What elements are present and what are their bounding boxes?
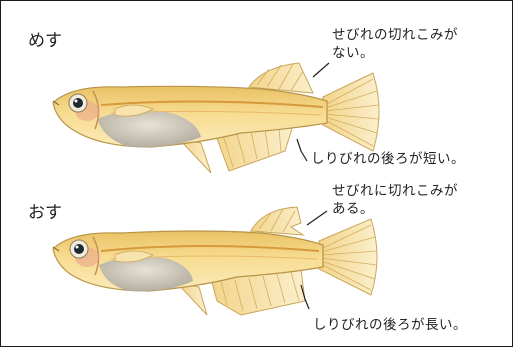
male-dorsal-note-line2: ある。: [332, 201, 374, 217]
male-dorsal-note-line1: せびれに切れこみが: [332, 183, 458, 199]
female-dorsal-note-line1: せびれの切れこみが: [332, 27, 458, 43]
male-anal-note: しりびれの後ろが長い。: [313, 317, 467, 333]
male-label: おす: [28, 203, 62, 223]
female-dorsal-note-line2: ない。: [332, 45, 374, 61]
male-fish: [53, 207, 377, 315]
female-dorsal-pointer: [313, 63, 329, 77]
female-anal-pointer: [297, 139, 307, 161]
female-tail-fin: [323, 73, 379, 151]
male-tail-fin: [319, 219, 377, 295]
male-dorsal-pointer: [307, 211, 327, 225]
female-anal-note: しりびれの後ろが短い。: [311, 151, 465, 167]
female-label: めす: [28, 31, 62, 51]
